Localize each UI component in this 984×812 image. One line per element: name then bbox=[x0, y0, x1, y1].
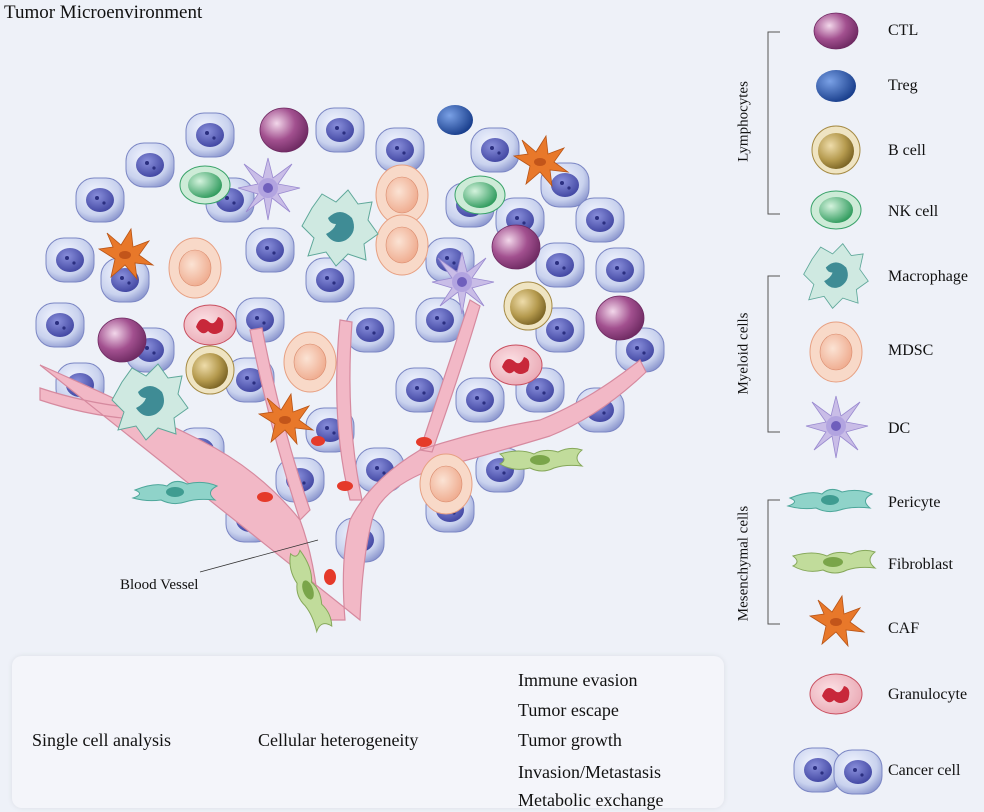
outcome-invasion: Invasion/Metastasis bbox=[518, 762, 661, 782]
analysis-panel bbox=[12, 656, 724, 808]
fibroblast-icon bbox=[792, 549, 876, 574]
page-title: Tumor Microenvironment bbox=[4, 2, 203, 23]
ctl-cell bbox=[595, 295, 645, 341]
vessel-pointer-line bbox=[199, 539, 319, 573]
legend-label-cancer-cell: Cancer cell bbox=[888, 762, 961, 779]
dc-cell bbox=[431, 251, 495, 315]
legend-label-nk-cell: NK cell bbox=[888, 203, 939, 220]
legend-label-macrophage: Macrophage bbox=[888, 268, 968, 285]
legend bbox=[767, 12, 883, 795]
mdsc-icon bbox=[809, 321, 863, 383]
treg-icon bbox=[816, 70, 856, 102]
cancer-cell-icon bbox=[793, 747, 883, 795]
legend-label-dc: DC bbox=[888, 420, 911, 437]
group-label-myeloid: Myeloid cells bbox=[735, 312, 752, 395]
group-label-lymphocytes: Lymphocytes bbox=[735, 81, 752, 162]
nk-cell-icon bbox=[810, 190, 862, 230]
b-cell bbox=[503, 281, 553, 331]
treg-cell bbox=[437, 105, 473, 135]
granulocyte-cell bbox=[489, 344, 543, 386]
ctl-cell bbox=[491, 224, 541, 270]
blood-vessel-label: Blood Vessel bbox=[120, 577, 199, 593]
pericyte-cell bbox=[132, 480, 218, 505]
flow-step-heterogeneity: Cellular heterogeneity bbox=[258, 730, 419, 750]
legend-label-pericyte: Pericyte bbox=[888, 494, 941, 511]
nk-cell bbox=[179, 165, 231, 205]
legend-label-fibroblast: Fibroblast bbox=[888, 556, 953, 573]
legend-label-granulocyte: Granulocyte bbox=[888, 686, 968, 703]
mdsc-cell bbox=[168, 237, 222, 299]
pericyte-icon bbox=[787, 488, 873, 513]
granulocyte-icon bbox=[809, 673, 863, 715]
red-blood-cells bbox=[257, 436, 432, 585]
mdsc-cell bbox=[283, 331, 337, 393]
legend-label-caf: CAF bbox=[888, 620, 920, 637]
macrophage-icon bbox=[803, 243, 869, 309]
ctl-cell bbox=[97, 317, 147, 363]
ctl-cell bbox=[259, 107, 309, 153]
ctl-icon bbox=[813, 12, 859, 50]
b-cell-icon bbox=[811, 125, 861, 175]
mdsc-cell bbox=[419, 453, 473, 515]
granulocyte-cell bbox=[183, 304, 237, 346]
outcome-tumor-escape: Tumor escape bbox=[518, 700, 619, 720]
group-label-mesenchymal: Mesenchymal cells bbox=[735, 505, 752, 622]
macrophage-cell bbox=[301, 189, 379, 267]
mesenchymal-bracket bbox=[767, 499, 780, 625]
legend-label-treg: Treg bbox=[888, 77, 918, 94]
b-cell bbox=[185, 345, 235, 395]
outcome-immune-evasion: Immune evasion bbox=[518, 670, 638, 690]
dc-cell bbox=[237, 157, 301, 221]
myeloid-bracket bbox=[767, 275, 780, 433]
legend-label-mdsc: MDSC bbox=[888, 342, 934, 359]
nk-cell bbox=[454, 175, 506, 215]
dc-icon bbox=[805, 395, 869, 459]
mdsc-cell bbox=[375, 214, 429, 276]
fibroblast-cell bbox=[499, 447, 583, 472]
lymphocytes-bracket bbox=[767, 31, 780, 215]
flow-step-single-cell: Single cell analysis bbox=[32, 730, 171, 750]
outcome-metabolic: Metabolic exchange bbox=[518, 790, 664, 810]
blood-vessel bbox=[39, 299, 647, 622]
tumor-cluster bbox=[35, 105, 665, 634]
legend-label-b-cell: B cell bbox=[888, 142, 926, 159]
legend-label-ctl: CTL bbox=[888, 22, 919, 39]
outcome-tumor-growth: Tumor growth bbox=[518, 730, 622, 750]
caf-icon bbox=[809, 595, 865, 647]
